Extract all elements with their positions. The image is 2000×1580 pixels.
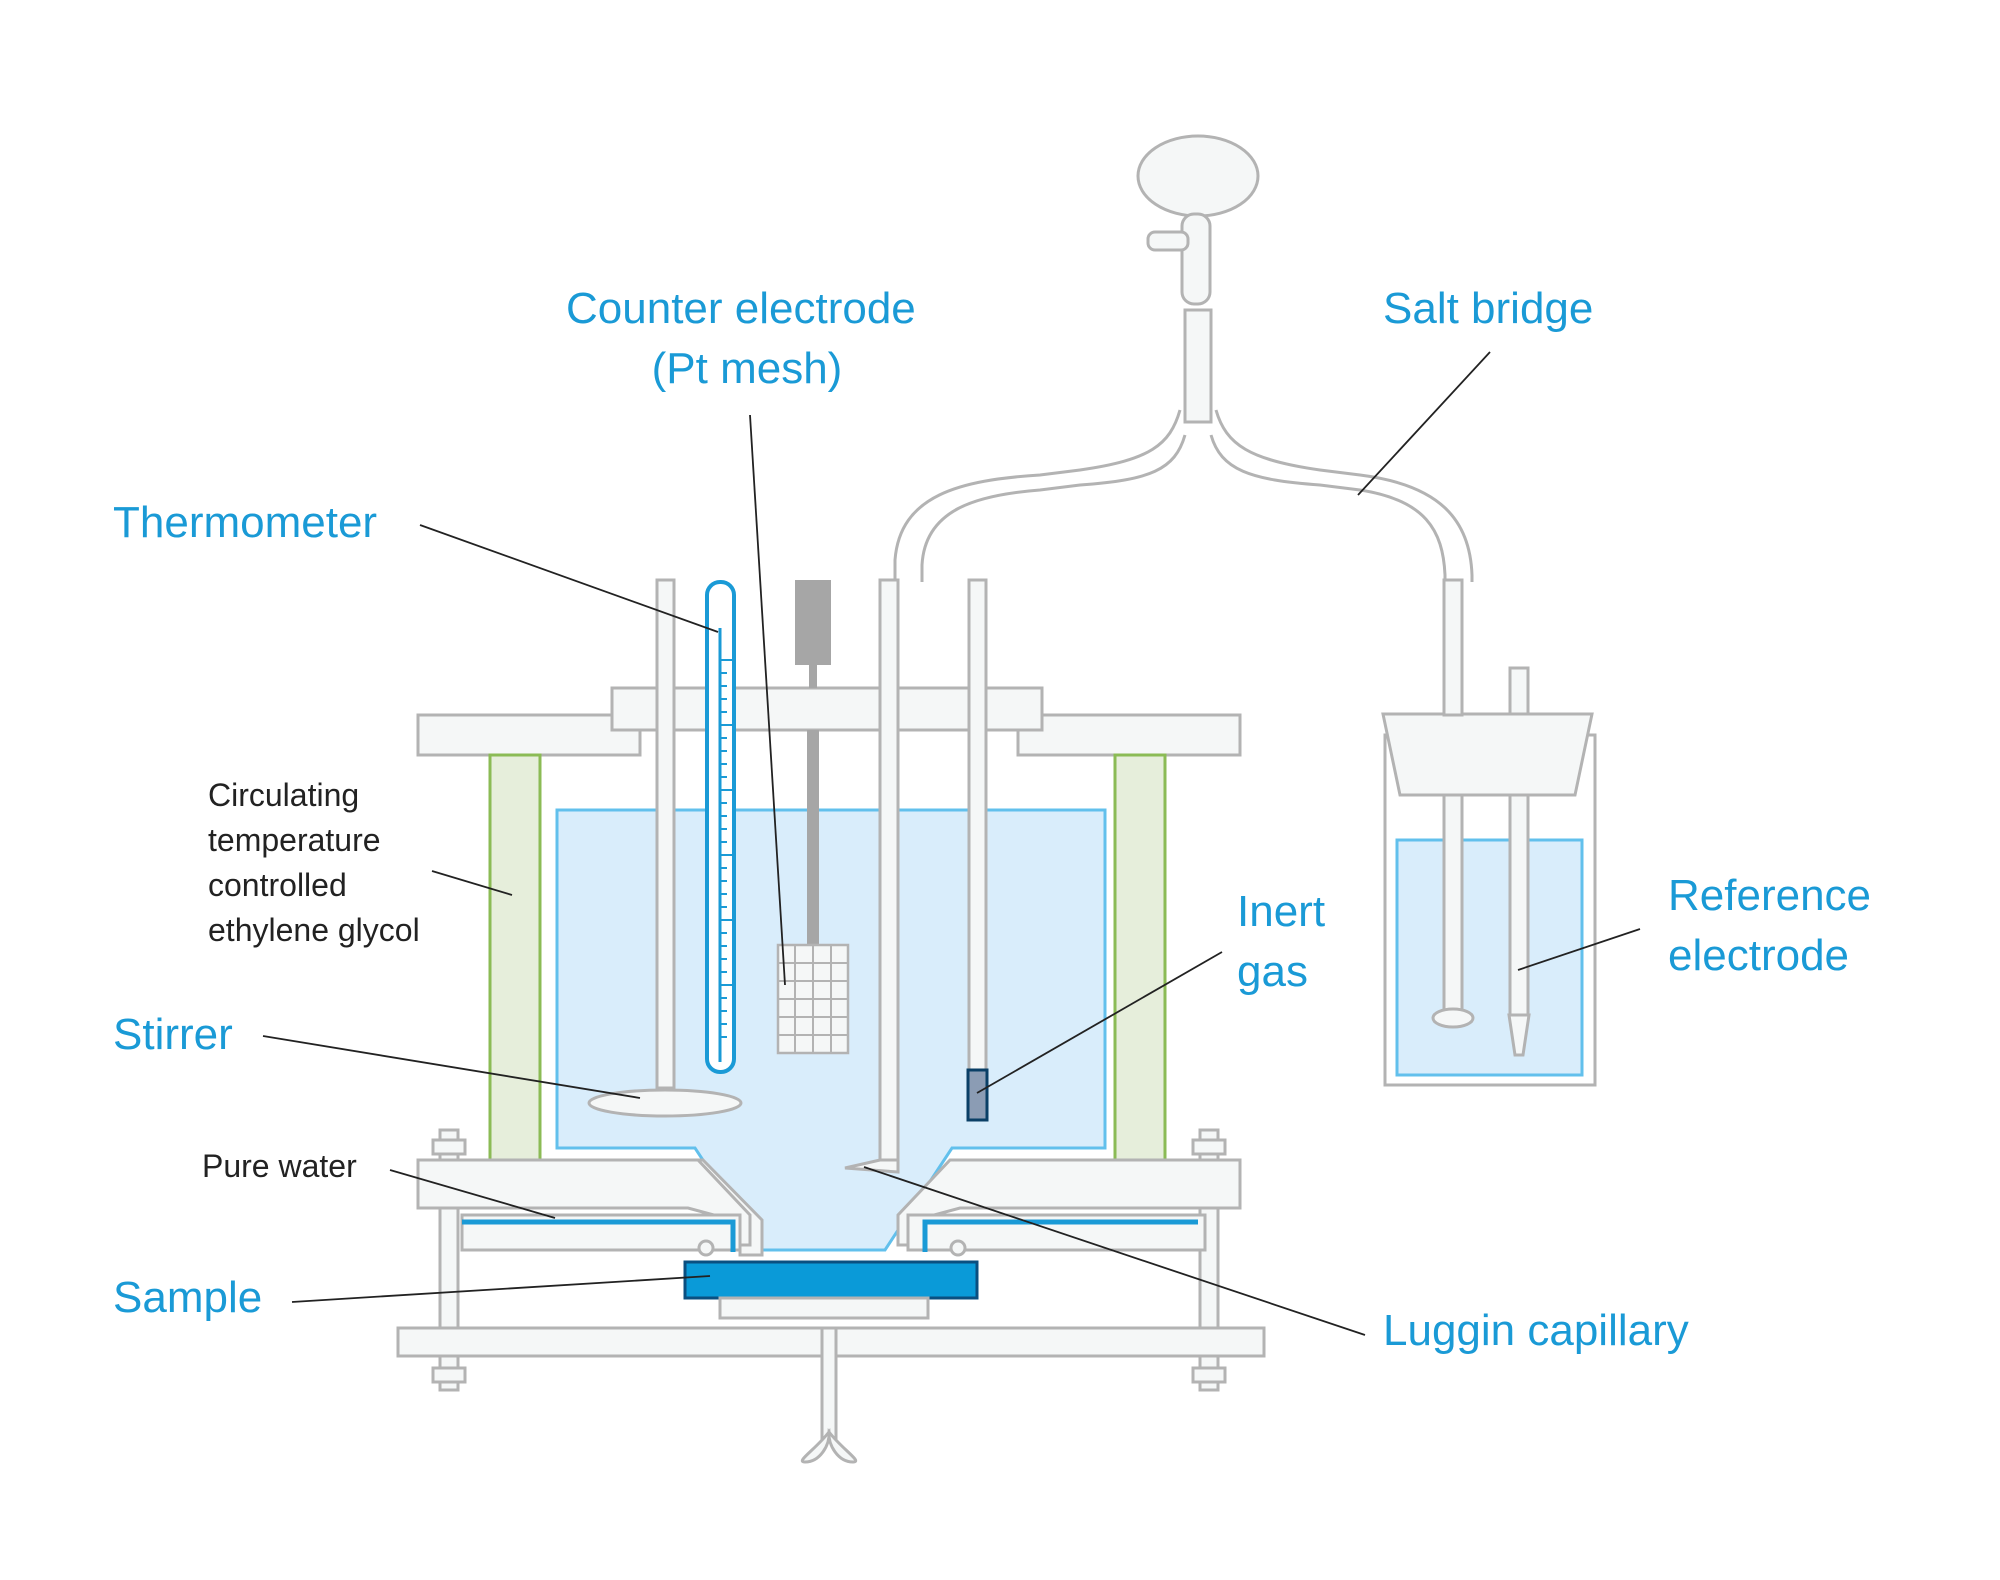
leader-pure-water (389, 1169, 556, 1219)
upper-plate-left (416, 713, 642, 757)
glycol-jacket-right (1113, 753, 1167, 1162)
leader-counter-electrode (749, 414, 786, 986)
glycol-jacket-left (488, 753, 542, 1162)
label-inert-gas: Inert gas (1237, 887, 1337, 996)
salt-bridge-vertical-tube (1183, 308, 1213, 424)
inert-gas-tube (966, 578, 989, 1122)
leader-thermometer (419, 524, 719, 633)
salt-bridge-left-branch (893, 409, 1182, 580)
salt-bridge-down-tube-lower (1442, 793, 1464, 1017)
thermometer (705, 580, 736, 1074)
leader-stirrer (262, 1035, 641, 1099)
main-cell (396, 578, 1266, 1464)
leader-luggin-capillary (863, 1166, 1366, 1336)
thermometer-ticks (720, 659, 732, 1038)
stirrer-drive-shaft (820, 1326, 838, 1440)
salt-bridge-right-branch-inner (1209, 434, 1447, 582)
label-stirrer: Stirrer (113, 1010, 233, 1059)
label-luggin-capillary: Luggin capillary (1383, 1306, 1689, 1355)
inert-gas-outlet (966, 1068, 989, 1122)
stirrer-drive-propeller (801, 1428, 857, 1464)
o-ring-right (949, 1239, 967, 1257)
salt-bridge-down-tube (1442, 578, 1464, 717)
label-reference-electrode: Reference electrode (1668, 871, 1883, 980)
label-sample: Sample (113, 1273, 262, 1322)
salt-bridge-left-branch-inner (920, 434, 1187, 582)
reference-vessel-stopper (1381, 712, 1594, 797)
luggin-capillary (844, 578, 900, 1174)
leader-sample (291, 1275, 711, 1303)
reference-electrode-top (1508, 666, 1530, 716)
salt-bridge-right-branch (1214, 409, 1474, 582)
sample (683, 1260, 979, 1300)
leader-inert-gas (976, 951, 1223, 1094)
reference-vessel-liquid (1395, 838, 1584, 1077)
salt-bridge-bulb (1136, 134, 1260, 218)
pure-water-line-left (462, 1219, 736, 1252)
salt-bridge-stopcock (1146, 230, 1190, 252)
upper-plate-right (1016, 713, 1242, 757)
reference-vessel (1381, 578, 1597, 1087)
reference-electrode-tip (1507, 1013, 1531, 1057)
reference-electrode-body (1508, 793, 1530, 1017)
salt-bridge-bulb-stem (1180, 212, 1212, 306)
counter-electrode-head (795, 580, 831, 665)
stirrer-rod (655, 578, 676, 1090)
o-ring-left (697, 1239, 715, 1257)
labels: Counter electrode (Pt mesh) Salt bridge … (113, 284, 1883, 1355)
pt-mesh (776, 943, 850, 1055)
salt-bridge (893, 134, 1474, 582)
label-thermometer: Thermometer (113, 498, 377, 547)
pure-water-line-right (922, 1219, 1198, 1252)
label-salt-bridge: Salt bridge (1383, 284, 1593, 333)
leader-reference-electrode (1517, 928, 1641, 971)
sample-holder (718, 1296, 930, 1320)
leader-lines (262, 351, 1641, 1336)
leader-glycol (431, 870, 513, 896)
label-counter-electrode: Counter electrode (Pt mesh) (566, 284, 928, 393)
leader-salt-bridge (1357, 351, 1491, 496)
label-glycol: Circulating temperature controlled ethyl… (208, 777, 420, 948)
counter-electrode (776, 580, 850, 1055)
salt-bridge-frit (1431, 1007, 1475, 1029)
label-pure-water: Pure water (202, 1148, 357, 1184)
